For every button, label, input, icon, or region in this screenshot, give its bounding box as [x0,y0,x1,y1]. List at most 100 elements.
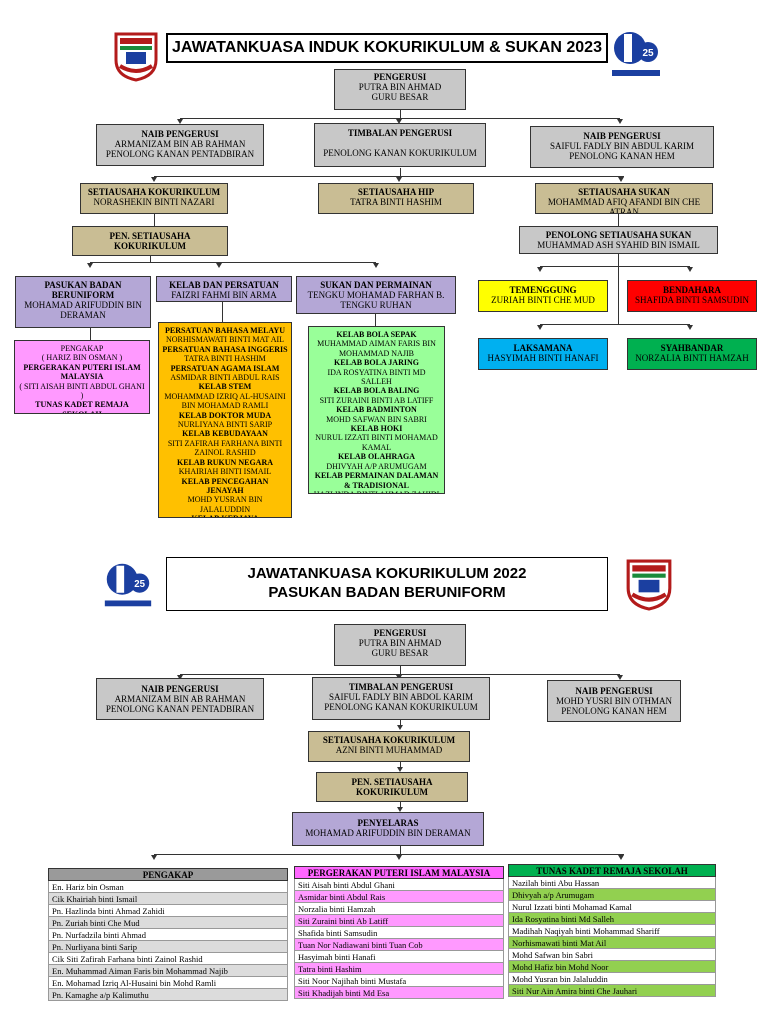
c2-setiausaha: SETIAUSAHA KOKURIKULUM AZNI BINTI MUHAMM… [308,731,470,762]
list-item: PERSATUAN AGAMA ISLAM [170,363,280,373]
table-row: Madihah Naqiyah binti Mohammad Shariff [508,924,716,937]
list-item: PENGAKAP [60,344,104,353]
table-row: Dhivyah a/p Arumugam [508,888,716,901]
school-emblem-2 [624,556,674,612]
c2-naib-kanan: NAIB PENGERUSI MOHD YUSRI BIN OTHMAN PEN… [547,680,681,722]
c2-penyelaras: PENYELARAS MOHAMAD ARIFUDDIN BIN DERAMAN [292,812,484,846]
c2-tunas-table: TUNAS KADET REMAJA SEKOLAH Nazilah binti… [508,864,716,997]
list-item: KELAB RUKUN NEGARA [176,457,273,467]
table-row: Pn. Nurliyana binti Sarip [48,940,288,953]
c1-pengerusi: PENGERUSI PUTRA BIN AHMAD GURU BESAR [334,69,466,110]
list-item: MOHD YUSRAN BIN JALALUDDIN [187,495,263,514]
list-item: NURUL IZZATI BINTI MOHAMAD KAMAL [315,433,438,452]
tunas-header: TUNAS KADET REMAJA SEKOLAH [508,864,716,877]
c1-uniform-list: PENGAKAP( HARIZ BIN OSMAN )PERGERAKAN PU… [14,340,150,414]
list-item: KELAB BOLA BALING [333,386,420,396]
table-row: Ida Rosyatina binti Md Salleh [508,912,716,925]
c1-setiausaha-sukan: SETIAUSAHA SUKAN MOHAMMAD AFIQ AFANDI BI… [535,183,713,214]
list-item: TUNAS KADET REMAJA SEKOLAH [35,400,129,413]
list-item: KELAB BADMINTON [336,405,417,415]
table-row: Cik Siti Zafirah Farhana binti Zainol Ra… [48,952,288,965]
table-row: Siti Noor Najihah binti Mustafa [294,974,504,987]
table-row: Norhismawati binti Mat Ail [508,936,716,949]
table-row: Pn. Hazlinda binti Ahmad Zahidi [48,904,288,917]
list-item: KELAB OLAHRAGA [337,452,416,462]
table-row: En. Hariz bin Osman [48,880,288,893]
list-item: TATRA BINTI HASHIM [184,354,266,364]
puteri-header: PERGERAKAN PUTERI ISLAM MALAYSIA [294,866,504,879]
table-row: Siti Aisah binti Abdul Ghani [294,878,504,891]
table-row: Cik Khairiah binti Ismail [48,892,288,905]
table-row: Nurul Izzati binti Mohamad Kamal [508,900,716,913]
c2-puteri-table: PERGERAKAN PUTERI ISLAM MALAYSIA Siti Ai… [294,866,504,999]
svg-text:25: 25 [134,579,145,590]
c1-pasukan: PASUKAN BADAN BERUNIFORM MOHAMAD ARIFUDD… [15,276,151,328]
table-row: Mohd Safwan bin Sabri [508,948,716,961]
list-item: KELAB DOKTOR MUDA [178,410,272,420]
table-row: Shafida binti Samsudin [294,926,504,939]
list-item: MOHAMMAD IZRIQ AL-HUSAINI BIN MOHAMAD RA… [164,391,286,411]
svg-text:25: 25 [642,48,654,59]
c1-naib-kanan: NAIB PENGERUSI SAIFUL FADLY BIN ABDUL KA… [530,126,714,168]
list-item: NURLIYANA BINTI SARIP [177,420,273,430]
c1-pen-setiausaha: PEN. SETIAUSAHA KOKURIKULUM [72,226,228,256]
chart1-title: JAWATANKUASA INDUK KOKURIKULUM & SUKAN 2… [166,33,608,63]
list-item: SITI ZURAINI BINTI AB LATIFF [319,395,434,405]
table-row: En. Mohamad Izriq Al-Husaini bin Mohd Ra… [48,976,288,989]
list-item: NORHISMAWATI BINTI MAT AIL [165,335,285,345]
c1-bendahara: BENDAHARA SHAFIDA BINTI SAMSUDIN [627,280,757,312]
c1-syahbandar: SYAHBANDAR NORZALIA BINTI HAMZAH [627,338,757,370]
c2-pengerusi: PENGERUSI PUTRA BIN AHMAD GURU BESAR [334,624,466,666]
chart2-title: JAWATANKUASA KOKURIKULUM 2022 PASUKAN BA… [166,557,608,611]
table-row: Hasyimah binti Hanafi [294,950,504,963]
list-item: KELAB KERJAYA [162,514,288,517]
table-row: Norzalia binti Hamzah [294,902,504,915]
c1-setiausaha-koku: SETIAUSAHA KOKURIKULUM NORASHEKIN BINTI … [80,183,228,214]
table-row: Siti Khadijah binti Md Esa [294,986,504,999]
c1-setiausaha-hip: SETIAUSAHA HIP TATRA BINTI HASHIM [318,183,474,214]
table-row: En. Muhammad Aiman Faris bin Mohammad Na… [48,964,288,977]
table-row: Pn. Zuriah binti Che Mud [48,916,288,929]
list-item: KELAB PERMAINAN DALAMAN & TRADISIONAL [314,471,439,490]
c1-temenggung: TEMENGGUNG ZURIAH BINTI CHE MUD [478,280,608,312]
ministry-logo: 25 [610,26,662,84]
table-row: Pn. Kamaghe a/p Kalimuthu [48,988,288,1001]
list-item: ( SITI AISAH BINTI ABDUL GHANI ) [19,381,145,401]
list-item: KELAB KEBUDAYAAN [182,429,268,439]
list-item: DHIVYAH A/P ARUMUGAM [326,461,427,471]
list-item: ASMIDAR BINTI ABDUL RAIS [170,373,280,383]
list-item: IDA ROSYATINA BINTI MD SALLEH [327,367,426,387]
table-row: Mohd Yusran bin Jalaluddin [508,972,716,985]
list-item: PERGERAKAN PUTERI ISLAM MALAYSIA [23,362,141,382]
c1-naib-kiri: NAIB PENGERUSI ARMANIZAM BIN AB RAHMAN P… [96,124,264,166]
list-item: MOHD SAFWAN BIN SABRI [326,414,427,424]
c1-pen-setiausaha-sukan: PENOLONG SETIAUSAHA SUKAN MUHAMMAD ASH S… [519,226,718,254]
c1-kelab: KELAB DAN PERSATUAN FAIZRI FAHMI BIN ARM… [156,276,292,302]
table-row: Tatra binti Hashim [294,962,504,975]
c2-pen-setiausaha: PEN. SETIAUSAHA KOKURIKULUM [316,772,468,802]
c1-laksamana: LAKSAMANA HASYIMAH BINTI HANAFI [478,338,608,370]
list-item: PERSATUAN BAHASA MELAYU [164,326,286,335]
c1-timbalan: TIMBALAN PENGERUSI PENOLONG KANAN KOKURI… [314,123,486,167]
ministry-logo-2: 25 [100,558,156,614]
table-row: Tuan Nor Nadiawani binti Tuan Cob [294,938,504,951]
list-item: MUHAMMAD AIMAN FARIS BIN MOHAMMAD NAJIB [317,339,436,358]
list-item: KELAB STEM [198,382,252,392]
list-item: KELAB PENCEGAHAN JENAYAH [181,476,269,495]
school-emblem [112,30,160,82]
table-row: Siti Zuraini binti Ab Latiff [294,914,504,927]
c2-naib-kiri: NAIB PENGERUSI ARMANIZAM BIN AB RAHMAN P… [96,678,264,720]
list-item: SITI ZAFIRAH FARHANA BINTI ZAINOL RASHID [167,438,283,458]
pengakap-header: PENGAKAP [48,868,288,881]
list-item: KELAB HOKI [350,424,403,434]
table-row: Siti Nur Ain Amira binti Che Jauhari [508,984,716,997]
c1-sukan: SUKAN DAN PERMAINAN TENGKU MOHAMAD FARHA… [296,276,456,314]
table-row: Pn. Nurfadzila binti Ahmad [48,928,288,941]
list-item: KELAB BOLA SEPAK [336,330,417,339]
list-item: PERSATUAN BAHASA INGGERIS [162,344,288,354]
table-row: Mohd Hafiz bin Mohd Noor [508,960,716,973]
list-item: KELAB BOLA JARING [334,358,419,368]
